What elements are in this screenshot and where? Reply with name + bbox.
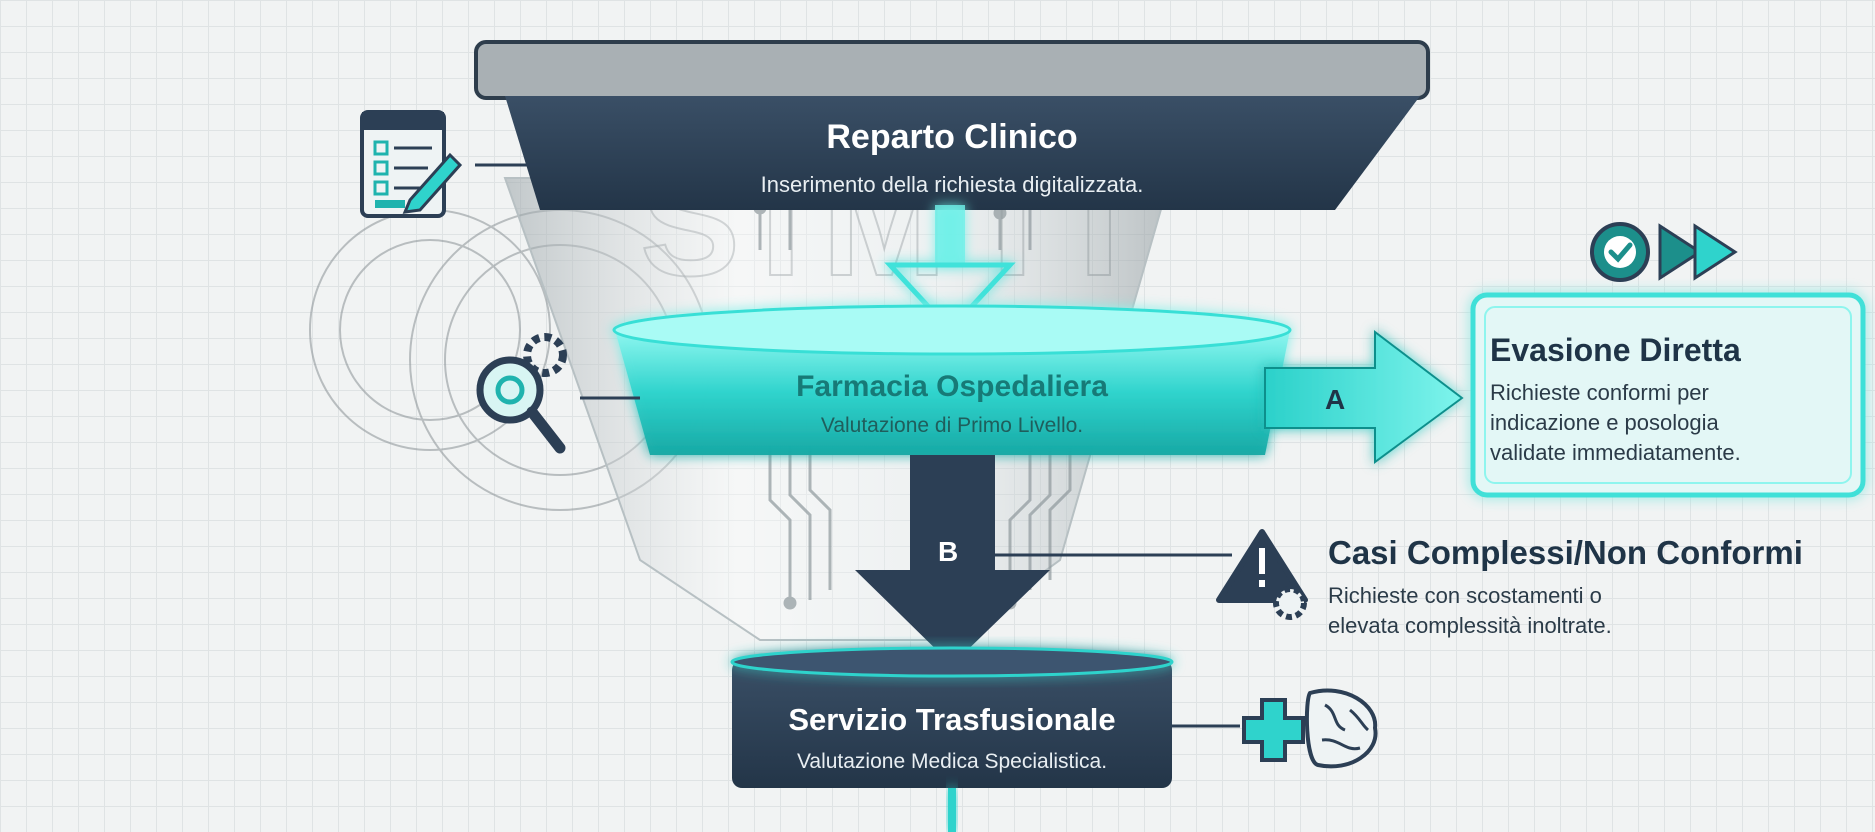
medical-cross-brain-icon xyxy=(1242,688,1378,769)
servizio-trasfusionale-block xyxy=(730,646,1174,788)
branch-a-letter: A xyxy=(1325,384,1346,415)
down-arrow-reparto xyxy=(884,205,1016,334)
farmacia-band xyxy=(612,304,1292,455)
digital-form-icon xyxy=(360,110,463,218)
casi-line-2: elevata complessità inoltrate. xyxy=(1328,613,1612,638)
funnel-top-rim xyxy=(474,40,1430,100)
reparto-subtitle: Inserimento della richiesta digitalizzat… xyxy=(760,172,1144,197)
reparto-clinico-band xyxy=(505,96,1420,210)
farmacia-title: Farmacia Ospedaliera xyxy=(796,370,1108,403)
fast-forward-icon xyxy=(1658,223,1738,281)
servizio-subtitle: Valutazione Medica Specialistica. xyxy=(796,750,1108,773)
farmacia-subtitle: Valutazione di Primo Livello. xyxy=(820,414,1084,437)
branch-b-letter: B xyxy=(938,536,959,567)
reparto-title: Reparto Clinico xyxy=(826,118,1078,156)
evasione-diretta-title: Evasione Diretta xyxy=(1490,332,1741,368)
evasione-line-1: Richieste conformi per xyxy=(1490,380,1709,405)
evasione-diretta-box xyxy=(1470,292,1866,498)
servizio-title: Servizio Trasfusionale xyxy=(788,702,1116,737)
warning-gear-icon xyxy=(1216,529,1308,620)
bottom-glow-line xyxy=(948,788,956,832)
branch-a-arrow xyxy=(1264,329,1464,464)
check-circle-icon xyxy=(1590,222,1650,282)
casi-complessi-title: Casi Complessi/Non Conformi xyxy=(1328,534,1803,571)
evasione-line-3: validate immediatamente. xyxy=(1490,440,1741,465)
casi-line-1: Richieste con scostamenti o xyxy=(1328,583,1602,608)
search-gear-icon xyxy=(476,333,567,454)
branch-b-arrow xyxy=(855,455,1050,665)
evasione-line-2: indicazione e posologia xyxy=(1490,410,1719,435)
